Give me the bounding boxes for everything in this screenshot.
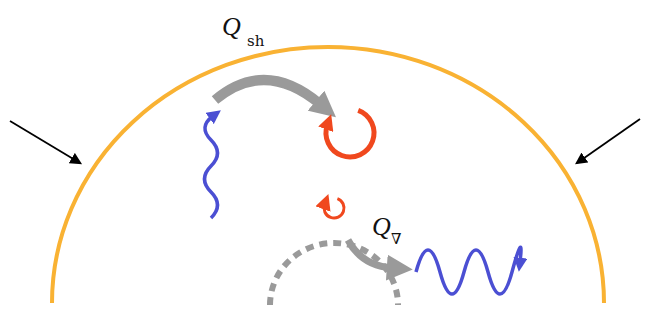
wave-arrow (205, 116, 218, 218)
subscript-label: sh (247, 34, 264, 49)
eddy-arrow (326, 110, 374, 157)
symbol-label: Q (222, 14, 241, 40)
incoming-arrow (577, 119, 640, 163)
symbol-label: Q (372, 214, 391, 240)
transfer-arrow (215, 80, 320, 104)
wave-arrow (416, 247, 521, 294)
subscript-label: ∇ (391, 232, 401, 247)
dotted-arc (270, 243, 398, 305)
incoming-arrow (10, 121, 80, 163)
dome-arc (52, 47, 604, 303)
eddy-arrow (324, 199, 344, 218)
